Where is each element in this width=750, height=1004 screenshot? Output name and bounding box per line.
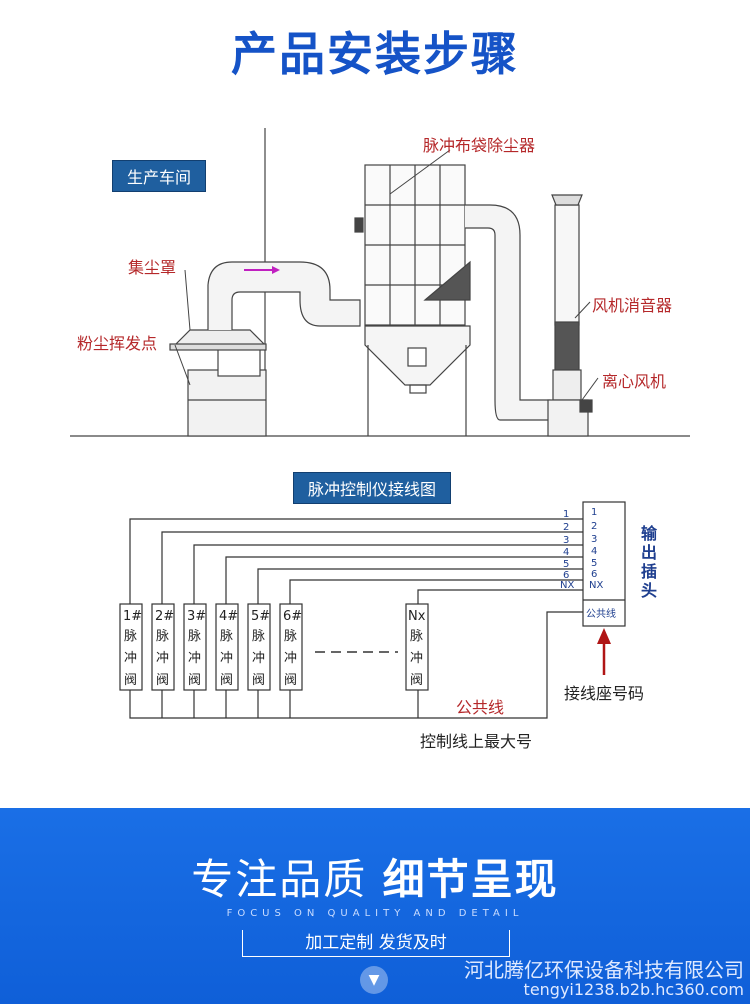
wiring-diagram: 1 2 3 4 5 6 NX 1 2 3 4 5 6 NX 公共线 1# 脉 冲… bbox=[119, 501, 626, 719]
svg-text:冲: 冲 bbox=[156, 651, 169, 666]
svg-text:脉: 脉 bbox=[156, 629, 169, 644]
watermark-company: 河北腾亿环保设备科技有限公司 bbox=[464, 958, 744, 982]
max-number-label: 控制线上最大号 bbox=[420, 732, 533, 751]
box-number-2: 2 bbox=[591, 521, 597, 532]
fan-silencer-label: 风机消音器 bbox=[592, 296, 673, 315]
line-label-6: 6 bbox=[563, 570, 569, 581]
svg-text:脉: 脉 bbox=[284, 629, 297, 644]
line-label-nx: NX bbox=[560, 580, 574, 591]
svg-text:5#: 5# bbox=[251, 609, 270, 624]
svg-text:阀: 阀 bbox=[188, 673, 201, 688]
installation-diagram bbox=[70, 128, 690, 437]
pulse-bag-filter-label: 脉冲布袋除尘器 bbox=[423, 136, 536, 155]
svg-text:4#: 4# bbox=[219, 609, 238, 624]
svg-text:脉: 脉 bbox=[252, 629, 265, 644]
line-label-2: 2 bbox=[563, 522, 569, 533]
dust-hood-label: 集尘罩 bbox=[128, 258, 177, 277]
valve-4: 4# 脉 冲 阀 bbox=[219, 609, 238, 688]
output-socket-label: 输出插头 bbox=[641, 524, 658, 600]
slogan-part-a: 专注品质 bbox=[191, 855, 368, 904]
svg-text:冲: 冲 bbox=[188, 651, 201, 666]
svg-text:冲: 冲 bbox=[410, 651, 423, 666]
svg-text:脉: 脉 bbox=[124, 629, 137, 644]
svg-text:3#: 3# bbox=[187, 609, 206, 624]
slogan: 专注品质 细节呈现 bbox=[0, 846, 750, 907]
svg-text:阀: 阀 bbox=[284, 673, 297, 688]
svg-text:脉: 脉 bbox=[410, 629, 423, 644]
svg-text:阀: 阀 bbox=[220, 673, 233, 688]
line-label-5: 5 bbox=[563, 559, 569, 570]
valve-2: 2# 脉 冲 阀 bbox=[155, 609, 174, 688]
svg-text:阀: 阀 bbox=[410, 673, 423, 688]
svg-text:冲: 冲 bbox=[284, 651, 297, 666]
service-pill: 加工定制 发货及时 bbox=[242, 930, 510, 957]
valve-nx: Nx 脉 冲 阀 bbox=[408, 609, 426, 688]
svg-text:脉: 脉 bbox=[220, 629, 233, 644]
svg-text:Nx: Nx bbox=[408, 609, 426, 624]
valve-1: 1# 脉 冲 阀 bbox=[123, 609, 142, 688]
svg-text:冲: 冲 bbox=[124, 651, 137, 666]
workshop-tag: 生产车间 bbox=[112, 160, 207, 192]
svg-text:2#: 2# bbox=[155, 609, 174, 624]
common-line-box-label: 公共线 bbox=[586, 607, 616, 620]
svg-text:阀: 阀 bbox=[124, 673, 137, 688]
box-number-3: 3 bbox=[591, 534, 597, 545]
box-number-5: 5 bbox=[591, 558, 597, 569]
svg-text:冲: 冲 bbox=[220, 651, 233, 666]
line-label-4: 4 bbox=[563, 547, 569, 558]
svg-text:1#: 1# bbox=[123, 609, 142, 624]
valve-6: 6# 脉 冲 阀 bbox=[283, 609, 302, 688]
footer-banner: 专注品质 细节呈现 FOCUS ON QUALITY AND DETAIL 加工… bbox=[0, 808, 750, 1004]
watermark-url: tengyi1238.b2b.hc360.com bbox=[523, 980, 744, 999]
page-title: 产品安装步骤 bbox=[231, 27, 519, 81]
svg-text:阀: 阀 bbox=[252, 673, 265, 688]
line-label-1: 1 bbox=[563, 509, 569, 520]
line-label-3: 3 bbox=[563, 535, 569, 546]
valve-5: 5# 脉 冲 阀 bbox=[251, 609, 270, 688]
svg-text:脉: 脉 bbox=[188, 629, 201, 644]
box-number-4: 4 bbox=[591, 546, 597, 557]
valve-3: 3# 脉 冲 阀 bbox=[187, 609, 206, 688]
box-number-6: 6 bbox=[591, 569, 597, 580]
svg-text:6#: 6# bbox=[283, 609, 302, 624]
centrifugal-fan-label: 离心风机 bbox=[602, 372, 667, 391]
socket-code-label: 接线座号码 bbox=[564, 684, 645, 703]
dust-source-label: 粉尘挥发点 bbox=[77, 334, 158, 353]
slogan-part-b: 细节呈现 bbox=[382, 855, 559, 904]
chevron-down-icon[interactable]: ▼ bbox=[360, 966, 388, 994]
svg-text:阀: 阀 bbox=[156, 673, 169, 688]
slogan-en: FOCUS ON QUALITY AND DETAIL bbox=[226, 908, 524, 919]
box-number-1: 1 bbox=[591, 507, 597, 518]
common-line-label: 公共线 bbox=[456, 698, 505, 717]
wiring-title-tag: 脉冲控制仪接线图 bbox=[293, 472, 452, 504]
svg-text:冲: 冲 bbox=[252, 651, 265, 666]
box-number-nx: NX bbox=[589, 580, 603, 591]
